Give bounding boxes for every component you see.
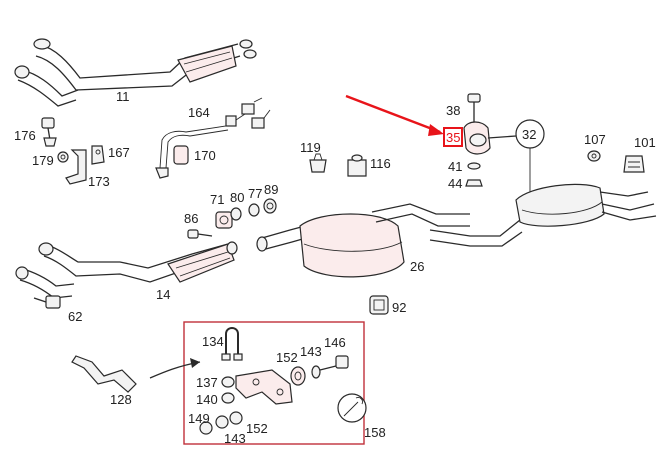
label-80[interactable]: 80 [230,190,244,205]
part-14-front-pipe[interactable] [15,241,238,299]
part-35-clamp[interactable] [463,121,517,155]
part-77-ring[interactable] [248,203,260,217]
label-152-upper[interactable]: 152 [276,350,298,365]
hardware-kit-box [183,321,365,445]
label-158[interactable]: 158 [364,425,386,440]
label-137[interactable]: 137 [196,375,218,390]
label-146[interactable]: 146 [324,335,346,350]
label-173[interactable]: 173 [88,174,110,189]
label-107[interactable]: 107 [584,132,606,147]
label-176[interactable]: 176 [14,128,36,143]
part-152-nut-lower[interactable] [229,411,243,425]
part-71-gasket[interactable] [215,211,233,229]
part-41-washer[interactable] [467,162,481,170]
label-71[interactable]: 71 [210,192,224,207]
part-116-rubber-mount[interactable] [347,154,367,177]
part-146-bolt[interactable] [319,355,349,371]
label-143-upper[interactable]: 143 [300,344,322,359]
label-41[interactable]: 41 [448,159,462,174]
part-11-front-pipe[interactable] [14,38,257,107]
highlight-box-35 [443,127,463,147]
label-14[interactable]: 14 [156,287,170,302]
rear-muffler[interactable] [515,183,657,227]
part-32-rear-callout[interactable] [515,119,545,192]
part-89-clamp[interactable] [263,198,277,214]
label-101[interactable]: 101 [634,135,656,150]
part-128-bracket[interactable] [71,355,137,393]
part-140-nut[interactable] [221,392,235,404]
part-80-ring[interactable] [230,207,242,221]
label-134[interactable]: 134 [202,334,224,349]
part-107-grommet[interactable] [587,150,601,162]
part-149-nut[interactable] [199,421,213,435]
part-179-washer[interactable] [57,151,69,163]
part-152-bushing[interactable] [290,366,306,386]
label-38[interactable]: 38 [446,103,460,118]
part-26-center-muffler[interactable] [256,203,523,278]
label-62[interactable]: 62 [68,309,82,324]
label-44[interactable]: 44 [448,176,462,191]
label-143-lower[interactable]: 143 [224,431,246,446]
label-89[interactable]: 89 [264,182,278,197]
label-140[interactable]: 140 [196,392,218,407]
part-134-u-bolt[interactable] [221,327,243,361]
label-77[interactable]: 77 [248,186,262,201]
part-143-nut-lower[interactable] [215,415,229,429]
part-101-rubber-mount[interactable] [623,155,645,173]
part-62-bolt[interactable] [33,295,61,309]
part-38-bolt[interactable] [467,93,481,126]
part-119-rubber-mount[interactable] [309,153,327,173]
label-32[interactable]: 32 [522,127,536,142]
part-158-tool[interactable] [337,393,367,423]
label-128[interactable]: 128 [110,392,132,407]
part-173-bracket[interactable] [65,149,87,185]
label-26[interactable]: 26 [410,259,424,274]
part-137-nut[interactable] [221,376,235,388]
part-164-oxygen-sensor-wiring[interactable] [155,97,271,179]
part-170-sensor-clamp[interactable] [173,145,189,165]
part-167-clip[interactable] [91,145,105,165]
highlight-pointer-arrow [345,94,444,136]
label-116[interactable]: 116 [370,156,391,171]
label-86[interactable]: 86 [184,211,198,226]
label-11[interactable]: 11 [116,89,130,104]
part-44-nut[interactable] [465,179,483,187]
part-plate[interactable] [235,369,293,405]
label-179[interactable]: 179 [32,153,54,168]
label-35[interactable]: 35 [446,130,460,145]
label-92[interactable]: 92 [392,300,406,315]
part-86-bolt[interactable] [187,229,213,239]
part-143-washer[interactable] [311,365,321,379]
part-92-hanger[interactable] [369,295,389,315]
label-149[interactable]: 149 [188,411,210,426]
part-176-bolt[interactable] [41,117,57,147]
label-164[interactable]: 164 [188,105,210,120]
label-170[interactable]: 170 [194,148,216,163]
kit-arrowhead [190,358,200,368]
label-119[interactable]: 119 [300,140,321,155]
label-167[interactable]: 167 [108,145,130,160]
label-152-lower[interactable]: 152 [246,421,268,436]
